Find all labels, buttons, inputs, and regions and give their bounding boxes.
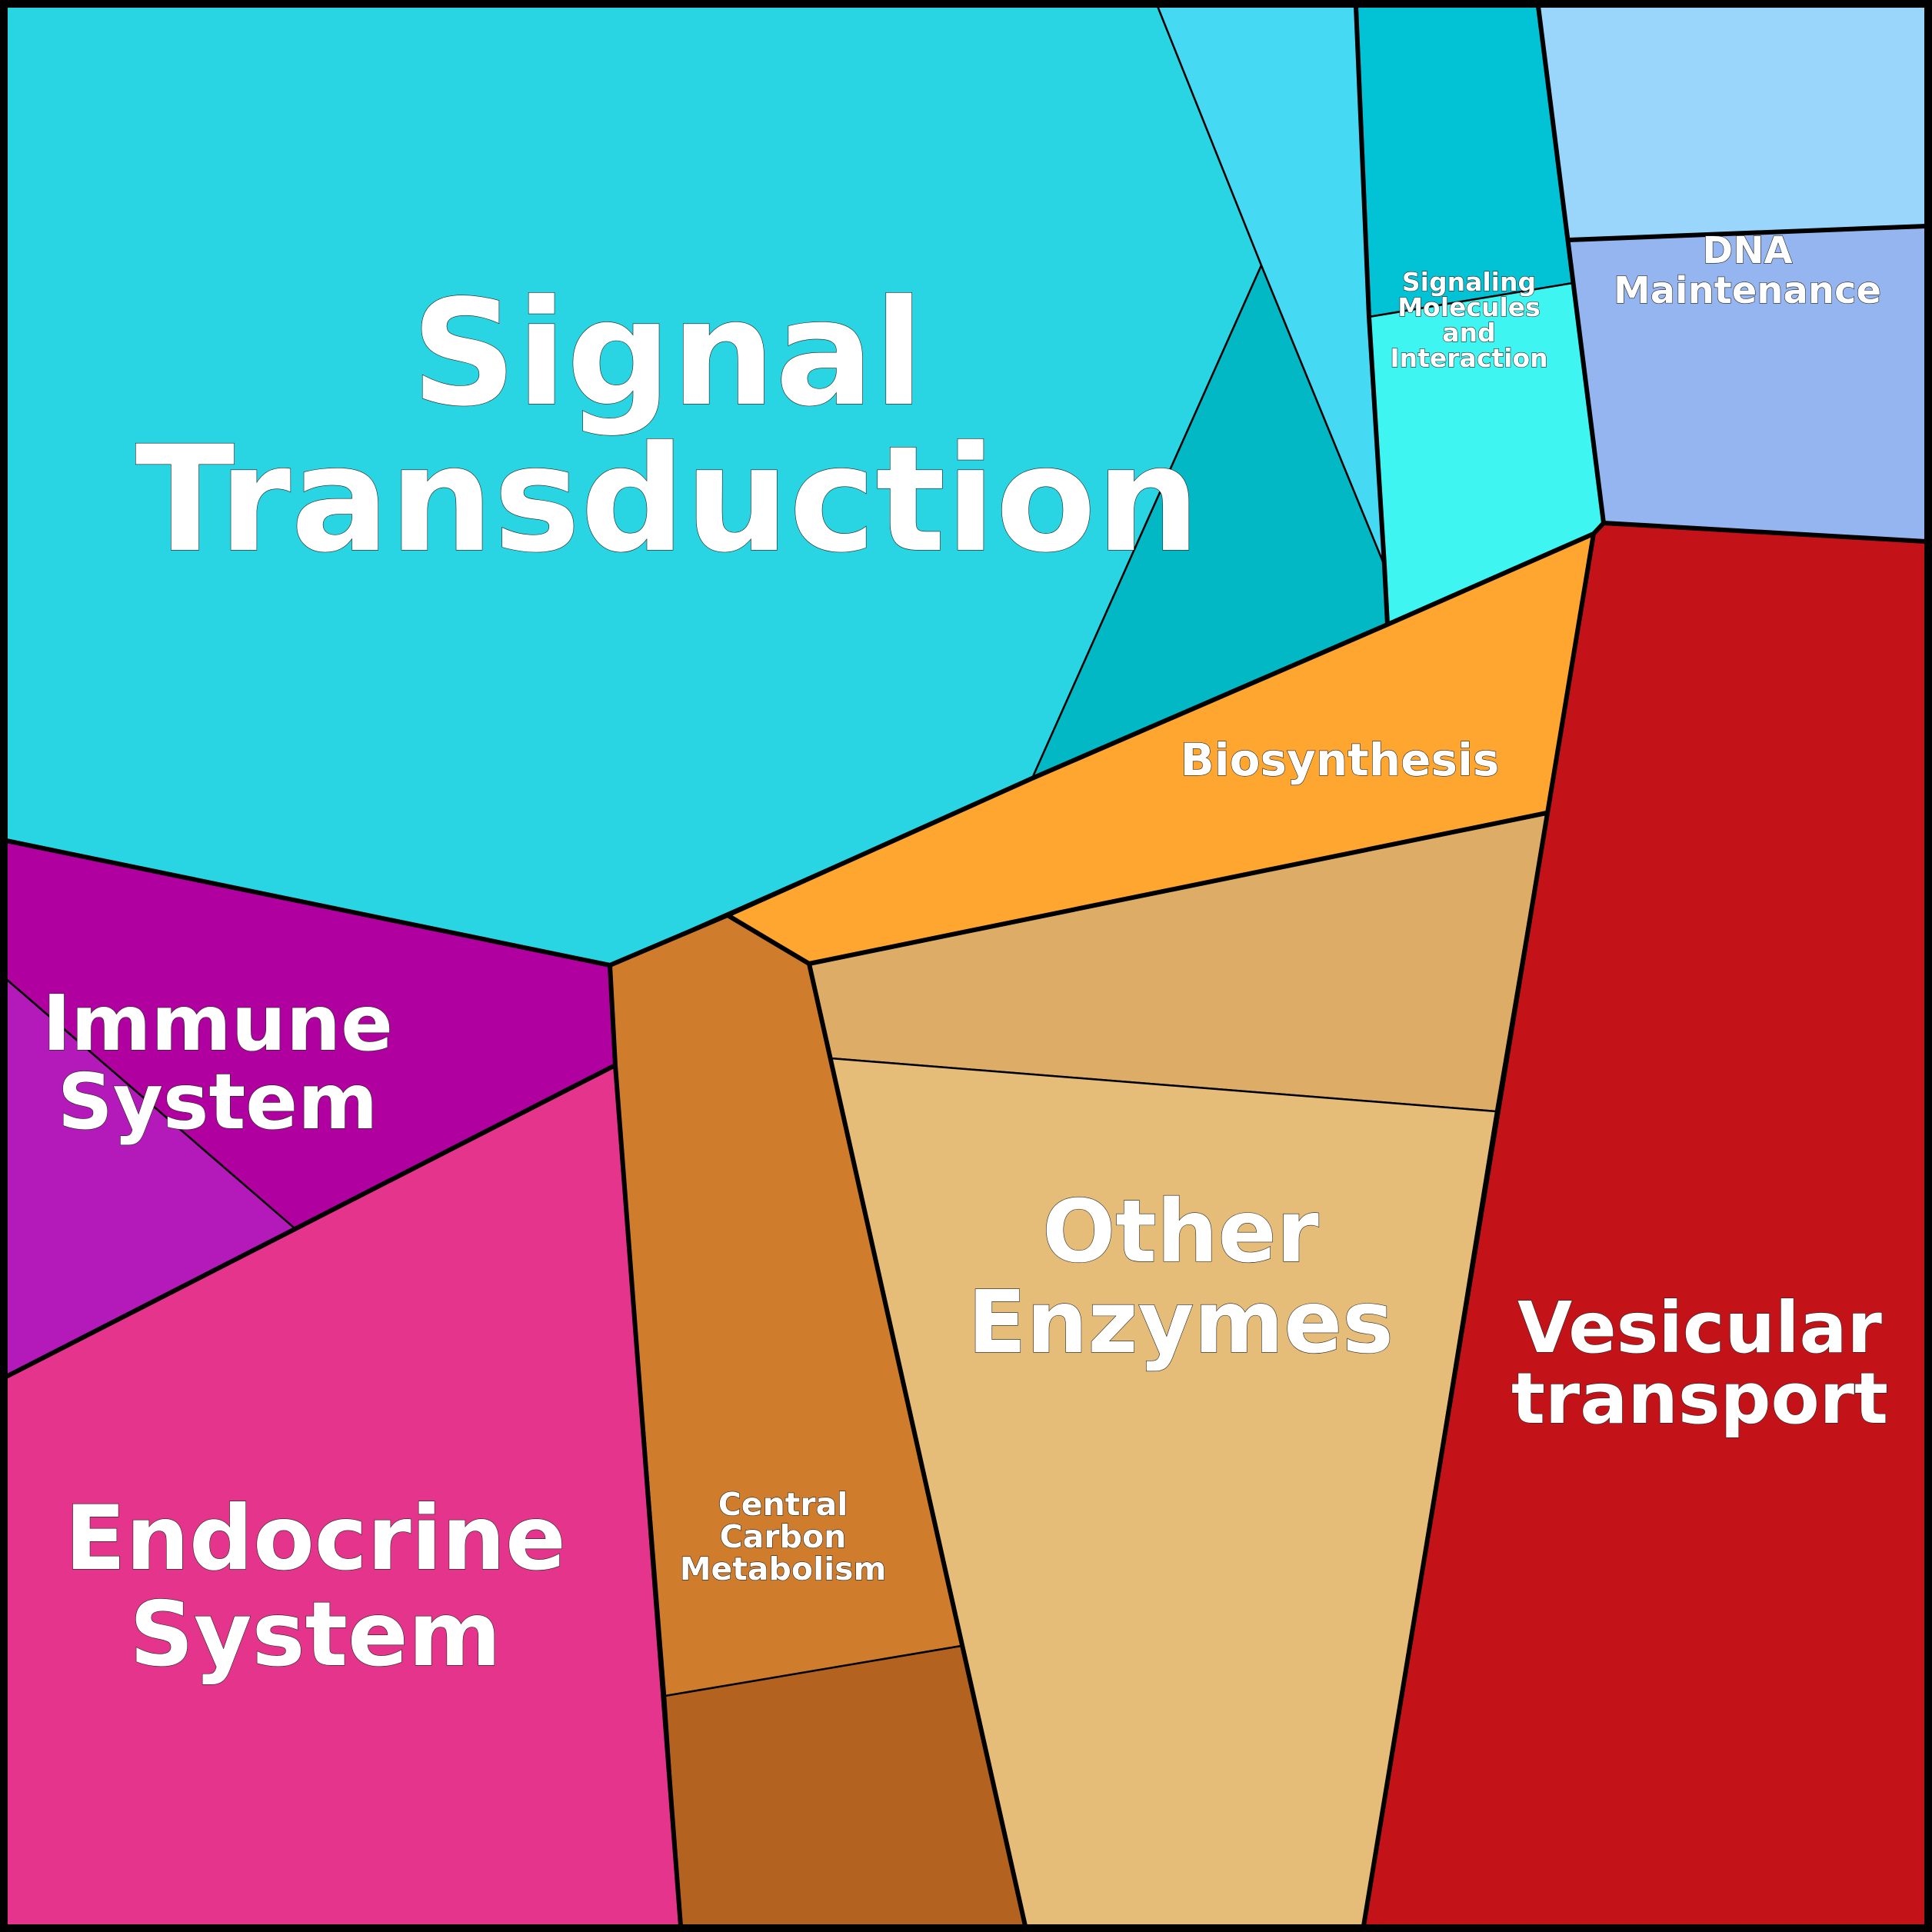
label-dna-maintenance-line-0: DNA bbox=[1702, 229, 1792, 272]
label-other-enzymes-line-1: Enzymes bbox=[968, 1273, 1394, 1373]
label-dna-maintenance-line-1: Maintenance bbox=[1614, 269, 1881, 312]
label-central-carbon-metabolism-line-2: Metabolism bbox=[680, 1551, 887, 1587]
label-signaling-molecules-and-interaction-line-0: Signaling bbox=[1402, 267, 1536, 297]
group-border-6 bbox=[808, 811, 1547, 966]
group-border-8 bbox=[1568, 224, 1927, 242]
label-central-carbon-metabolism-line-1: Carbon bbox=[720, 1518, 847, 1555]
label-vesicular-transport-line-0: Vesicular bbox=[1517, 1287, 1883, 1369]
label-biosynthesis-line-0: Biosynthesis bbox=[1181, 734, 1500, 786]
label-signaling-molecules-and-interaction-line-2: and bbox=[1442, 318, 1495, 348]
label-central-carbon-metabolism-line-0: Central bbox=[718, 1486, 848, 1523]
label-vesicular-transport-line-1: transport bbox=[1511, 1357, 1888, 1440]
group-border-7 bbox=[5, 1063, 617, 1379]
group-border-4 bbox=[1354, 5, 1390, 625]
label-immune-system-line-1: System bbox=[58, 1057, 378, 1147]
label-signal-transduction-line-0: Signal bbox=[411, 268, 924, 438]
cell-dna-maintenance-sub-1 bbox=[1537, 5, 1927, 242]
label-signal-transduction-line-1: Transduction bbox=[135, 415, 1201, 585]
label-other-enzymes-line-0: Other bbox=[1042, 1182, 1319, 1282]
label-endocrine-system-line-0: Endocrine bbox=[65, 1487, 566, 1591]
label-endocrine-system-line-1: System bbox=[129, 1583, 501, 1687]
label-immune-system-line-0: Immune bbox=[42, 978, 393, 1068]
group-border-0 bbox=[5, 521, 1927, 968]
group-border-2 bbox=[1536, 5, 1606, 524]
label-signaling-molecules-and-interaction-line-3: Interaction bbox=[1390, 343, 1547, 373]
label-signaling-molecules-and-interaction-line-1: Molecules bbox=[1397, 292, 1541, 322]
group-border-3 bbox=[1361, 533, 1596, 1927]
